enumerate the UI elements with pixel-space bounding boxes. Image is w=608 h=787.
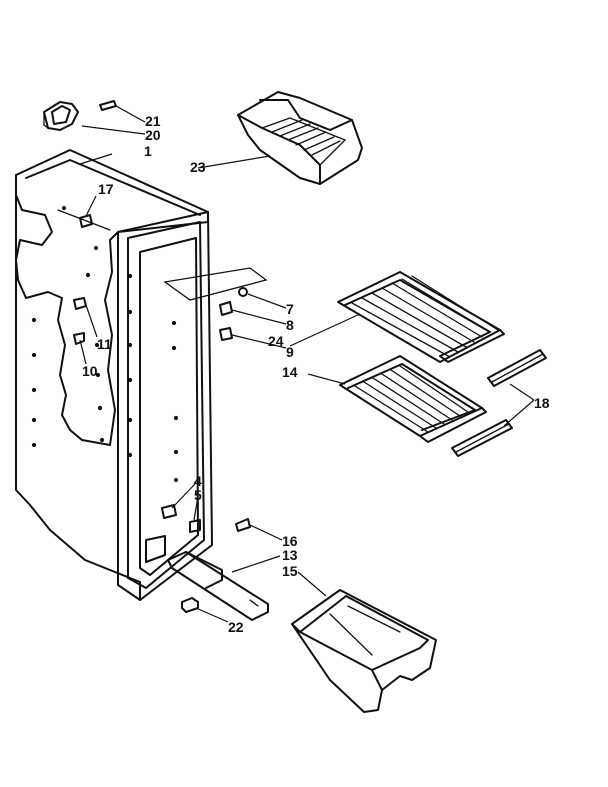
screw-5	[189, 519, 201, 533]
callout-23: 23	[190, 159, 206, 175]
callout-21: 21	[145, 113, 161, 129]
screw-16	[235, 518, 251, 532]
callout-labels: 1 4 5 7 8 9 10 11 13 14 15 16 17 18 20 2…	[82, 113, 550, 635]
leader-lines	[79, 105, 535, 623]
shelf-rail-18	[451, 349, 547, 457]
callout-16: 16	[282, 533, 298, 549]
wire-shelf-14	[339, 355, 487, 443]
callout-14: 14	[282, 364, 298, 380]
ice-basket-23	[237, 91, 363, 185]
clip-4	[161, 504, 177, 519]
freezer-liner	[15, 149, 213, 601]
clip-10	[73, 332, 85, 345]
callout-15: 15	[282, 563, 298, 579]
foot-22	[181, 597, 199, 613]
screw-8	[219, 301, 233, 316]
callout-4: 4	[194, 473, 202, 489]
callout-11: 11	[97, 336, 112, 352]
rail-7	[163, 267, 268, 301]
support-bracket-13	[167, 551, 269, 621]
nut-7	[238, 287, 248, 297]
callout-10: 10	[82, 363, 98, 379]
ice-bin-15	[291, 589, 437, 713]
clip-9	[219, 327, 233, 341]
callout-20: 20	[145, 127, 161, 143]
wire-shelf-24	[337, 271, 505, 363]
callout-24: 24	[268, 333, 284, 349]
callout-1: 1	[144, 143, 152, 159]
callout-17: 17	[98, 181, 114, 197]
callout-13: 13	[282, 547, 298, 563]
callout-22: 22	[228, 619, 244, 635]
callout-8: 8	[286, 317, 294, 333]
callout-7: 7	[286, 301, 294, 317]
callout-9: 9	[286, 344, 294, 360]
top-bracket	[43, 101, 79, 131]
clip-11	[73, 297, 87, 310]
screw-21	[99, 100, 117, 111]
callout-5: 5	[194, 487, 202, 503]
callout-18: 18	[534, 395, 550, 411]
